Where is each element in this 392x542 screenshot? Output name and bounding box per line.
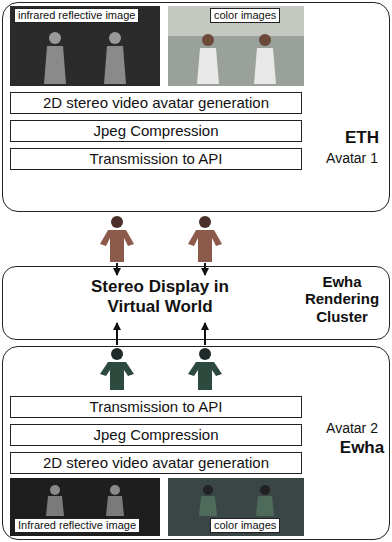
process-band: 2D stereo video avatar generation — [10, 92, 302, 114]
site-region: Avatar 2 Ewha Transmission to API Jpeg Comp… — [2, 346, 390, 540]
rendering-region: Stereo Display in Virtual World Ewha Rend… — [2, 266, 390, 340]
infrared-photo — [10, 6, 160, 86]
process-label: 2D stereo video avatar generation — [43, 94, 269, 111]
site-label: Ewha — [336, 438, 388, 458]
image-caption: color images — [210, 8, 280, 23]
caption-text: Infrared reflective image — [18, 519, 136, 532]
caption-text: color images — [214, 9, 276, 22]
process-band: Transmission to API — [10, 148, 302, 170]
process-label: Jpeg Compression — [93, 122, 218, 139]
avatar-label: Avatar 2 — [316, 420, 388, 436]
flow-arrow — [204, 323, 206, 345]
process-band: Transmission to API — [10, 396, 302, 418]
process-band: 2D stereo video avatar generation — [10, 452, 302, 474]
process-label: Transmission to API — [90, 398, 223, 415]
color-photo — [168, 6, 304, 86]
display-title: Stereo Display in Virtual World — [82, 277, 238, 316]
avatar-figure — [100, 348, 222, 390]
process-label: Jpeg Compression — [93, 426, 218, 443]
image-caption: color images — [210, 518, 280, 533]
process-band: Jpeg Compression — [10, 120, 302, 142]
avatar-figure — [100, 216, 222, 262]
color-photo — [168, 478, 304, 536]
flow-arrow — [116, 323, 118, 345]
site-label: ETH — [336, 128, 388, 148]
process-label: 2D stereo video avatar generation — [43, 454, 269, 471]
image-caption: infrared reflective image — [14, 8, 139, 23]
image-caption: Infrared reflective image — [14, 518, 140, 533]
infrared-photo — [10, 478, 160, 536]
caption-text: color images — [214, 519, 276, 532]
flow-arrow — [204, 263, 206, 275]
caption-text: infrared reflective image — [18, 9, 135, 22]
avatar-label: Avatar 1 — [316, 150, 388, 166]
site-region: ETH Avatar 1 infrared reflective image colo… — [2, 2, 390, 212]
site-label: Ewha Rendering Cluster — [296, 273, 388, 325]
flow-arrow — [116, 263, 118, 275]
process-label: Transmission to API — [90, 150, 223, 167]
process-band: Jpeg Compression — [10, 424, 302, 446]
